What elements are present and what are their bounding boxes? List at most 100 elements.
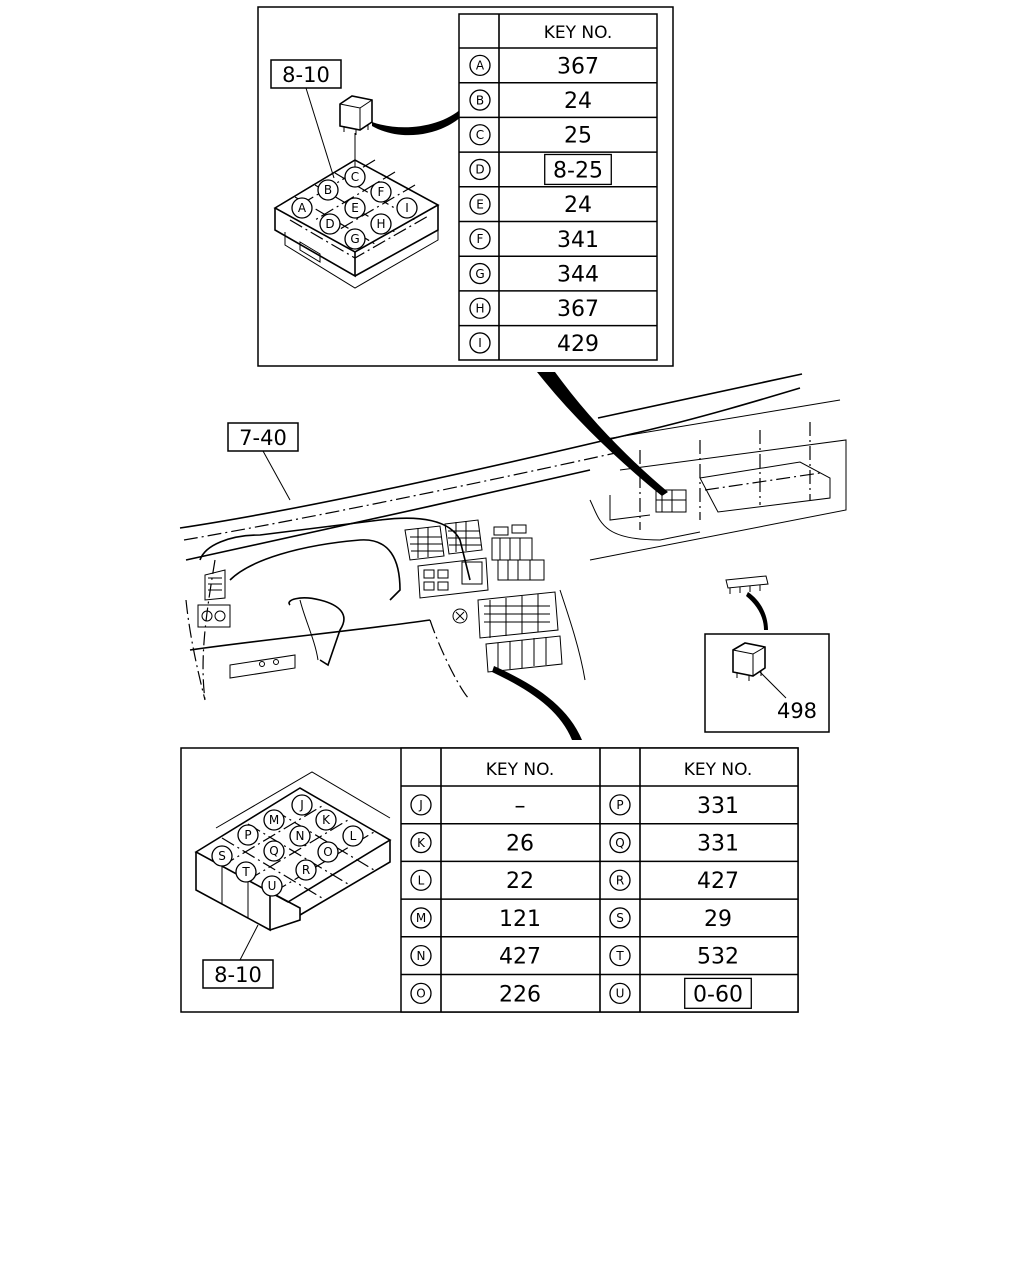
svg-text:F: F [477, 232, 484, 246]
center-vents [404, 519, 483, 561]
key-letter-icon: R [609, 869, 631, 891]
key-letter-icon: K [410, 831, 432, 854]
svg-text:N: N [296, 829, 305, 843]
block-position-marker: P [237, 824, 259, 846]
key-number: 24 [564, 193, 592, 218]
svg-text:N: N [417, 949, 426, 963]
svg-text:M: M [416, 911, 426, 925]
top-reference-label: 8-10 [270, 59, 342, 89]
key-letter-icon: N [410, 945, 432, 967]
block-position-marker: N [289, 825, 311, 847]
relay-part-inset: 498 [704, 633, 830, 733]
svg-text:B: B [324, 183, 332, 197]
svg-text:U: U [268, 879, 277, 893]
key-letter-icon: O [410, 982, 432, 1004]
block-position-marker: L [342, 825, 364, 847]
svg-text:F: F [378, 185, 385, 199]
key-letter-icon: U [609, 982, 631, 1004]
svg-text:B: B [476, 93, 484, 107]
block-position-marker: A [291, 197, 313, 219]
svg-text:D: D [475, 163, 484, 177]
bottom-reference-label: 8-10 [202, 959, 274, 989]
climate-control [477, 591, 559, 639]
bottom-leader-arrow [492, 666, 582, 740]
svg-text:8-10: 8-10 [282, 63, 330, 87]
top-table-header: KEY NO. [544, 23, 613, 43]
svg-text:U: U [616, 987, 625, 1001]
svg-text:G: G [475, 267, 484, 281]
svg-text:P: P [244, 828, 251, 842]
svg-text:I: I [478, 336, 482, 350]
svg-text:L: L [418, 873, 425, 887]
key-number: 367 [557, 297, 599, 322]
block-position-marker: B [317, 179, 339, 201]
svg-text:K: K [322, 813, 331, 827]
relay-cluster-lower [485, 635, 563, 673]
key-number: 26 [506, 831, 534, 856]
block-position-marker: J [291, 794, 313, 816]
svg-text:S: S [616, 911, 624, 925]
block-position-marker: M [263, 809, 285, 831]
block-position-marker: H [370, 213, 392, 235]
key-letter-icon: G [469, 262, 491, 285]
key-letter-icon: F [469, 228, 491, 250]
block-position-marker: G [344, 228, 366, 250]
svg-text:L: L [350, 829, 357, 843]
svg-text:O: O [416, 987, 425, 1001]
key-letter-icon: A [469, 54, 491, 76]
key-number: 344 [557, 262, 599, 287]
reference-box [684, 977, 752, 1009]
block-position-marker: I [396, 197, 418, 219]
svg-text:E: E [351, 201, 359, 215]
leader-arrow [372, 108, 462, 136]
block-position-marker: C [344, 166, 366, 188]
key-number: 25 [564, 124, 592, 149]
key-number: 427 [697, 869, 739, 894]
svg-text:Q: Q [615, 836, 624, 850]
relay-part-number: 498 [777, 699, 817, 723]
svg-text:T: T [241, 865, 250, 879]
bottom-table-header-right: KEY NO. [684, 760, 753, 780]
block-position-marker: F [370, 181, 392, 203]
svg-text:O: O [323, 845, 332, 859]
key-number: 367 [557, 54, 599, 79]
key-letter-icon: M [410, 907, 432, 929]
key-number: 24 [564, 89, 592, 114]
block-position-marker: R [295, 859, 317, 881]
block-position-marker: D [319, 213, 341, 235]
block-position-marker: E [344, 197, 366, 219]
key-letter-icon: T [609, 945, 631, 967]
svg-text:H: H [475, 301, 484, 315]
svg-text:Q: Q [269, 844, 278, 858]
svg-text:M: M [269, 813, 279, 827]
block-position-marker: T [235, 861, 257, 883]
key-number: – [515, 794, 526, 819]
key-number: 429 [557, 332, 599, 357]
key-number: 226 [499, 982, 541, 1007]
svg-text:R: R [616, 873, 624, 887]
key-letter-icon: H [469, 297, 491, 319]
key-letter-icon: D [469, 158, 491, 181]
top-leader-arrow [537, 372, 668, 496]
key-number: 532 [697, 945, 739, 970]
key-number: 331 [697, 831, 739, 856]
svg-text:H: H [376, 217, 385, 231]
dashboard-reference-label: 7-40 [227, 422, 299, 452]
key-number: 8-25 [553, 158, 603, 183]
switch-panel [491, 524, 545, 581]
relay-position-markers: ABC D E F GHI [291, 166, 418, 250]
key-number: 341 [557, 228, 599, 253]
svg-text:7-40: 7-40 [239, 426, 287, 450]
key-letter-icon: B [469, 89, 491, 111]
block-position-marker: Q [263, 840, 285, 862]
svg-text:D: D [325, 217, 334, 231]
svg-text:C: C [476, 128, 484, 142]
block-position-marker: K [315, 809, 337, 831]
key-letter-icon: E [469, 193, 491, 215]
